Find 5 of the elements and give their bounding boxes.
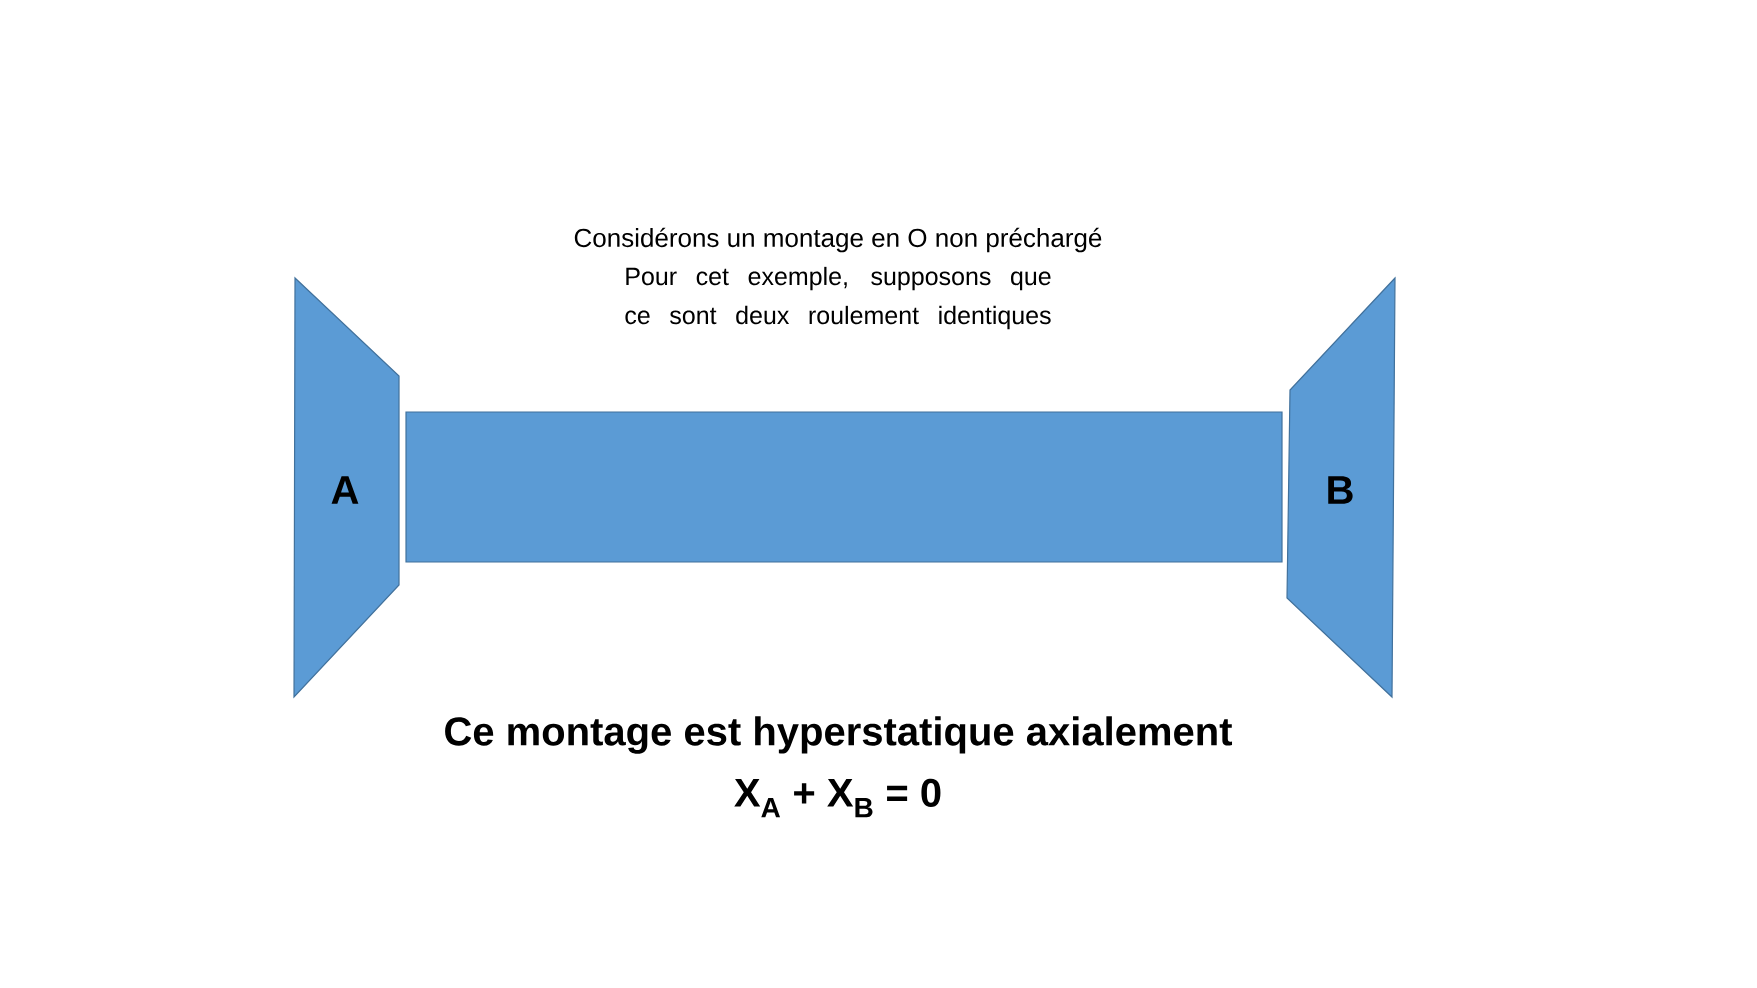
equation-text: X$_{A}$ + X$_{B}$ = 0 xyxy=(734,778,941,818)
conclusion-text: Ce montage est hyperstatique axialement xyxy=(445,716,1232,754)
description-text: Considérons un montage en O non préchargé xyxy=(574,227,1102,253)
shaft-bar xyxy=(405,411,1283,563)
description-text: Pour cet exemple, supposons que ce sont deux roulement identiques xyxy=(625,266,1051,330)
